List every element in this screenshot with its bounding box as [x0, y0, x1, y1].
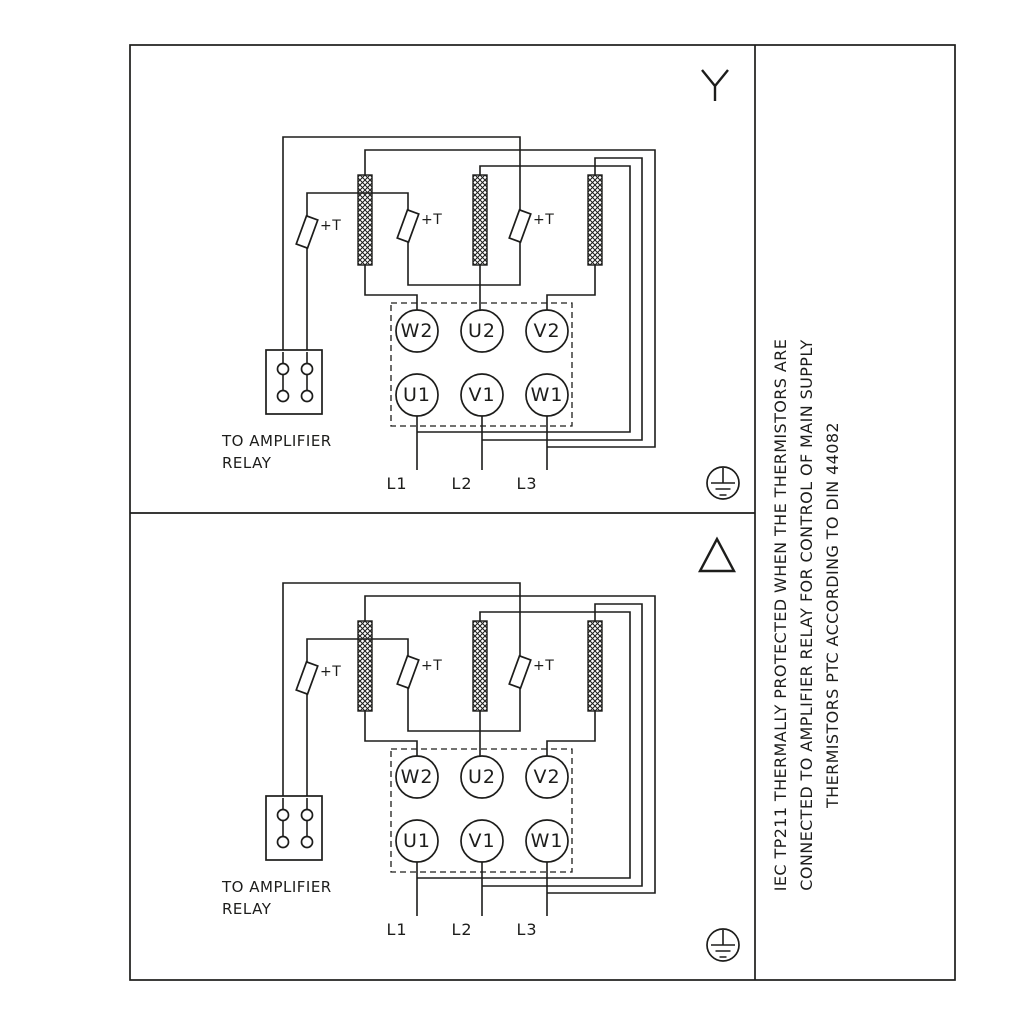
- star-connection-icon: [701, 69, 729, 101]
- thermistor-label: +T: [421, 658, 442, 674]
- supply-label-l2: L2: [451, 474, 472, 493]
- supply-label-l1: L1: [386, 920, 407, 939]
- thermistor-label: +T: [421, 212, 442, 228]
- terminal-label-v1: V1: [468, 384, 495, 406]
- terminal-label-u1: U1: [403, 384, 431, 406]
- terminal-label-w2: W2: [401, 320, 434, 342]
- panel-star: +T +T +T W2 U2 V2 U1 V1 W1 TO AMPLIFIER …: [221, 69, 740, 500]
- terminal-label-u2: U2: [468, 320, 496, 342]
- terminal-label-u2: U2: [468, 766, 496, 788]
- earth-ground-icon: [706, 928, 740, 962]
- terminal-label-v1: V1: [468, 830, 495, 852]
- delta-connection-icon: [698, 536, 736, 573]
- terminal-label-w1: W1: [531, 384, 564, 406]
- terminal-label-w1: W1: [531, 830, 564, 852]
- relay-caption-line1: TO AMPLIFIER: [221, 878, 332, 896]
- panel-star-wiring: [265, 136, 656, 471]
- panel-delta-wiring: [265, 582, 656, 917]
- panel-delta: +T +T +T W2 U2 V2 U1 V1 W1 TO AMPLIFIER …: [221, 536, 740, 962]
- supply-label-l3: L3: [516, 474, 537, 493]
- terminal-label-v2: V2: [533, 320, 560, 342]
- earth-ground-icon: [706, 466, 740, 500]
- supply-label-l3: L3: [516, 920, 537, 939]
- relay-caption-line2: RELAY: [222, 454, 272, 472]
- note-line-2: CONNECTED TO AMPLIFIER RELAY FOR CONTROL…: [797, 339, 816, 890]
- relay-caption-line2: RELAY: [222, 900, 272, 918]
- thermistor-label: +T: [533, 658, 554, 674]
- thermistor-label: +T: [533, 212, 554, 228]
- terminal-label-w2: W2: [401, 766, 434, 788]
- sidebar-note: IEC TP211 THERMALLY PROTECTED WHEN THE T…: [771, 339, 842, 891]
- supply-label-l2: L2: [451, 920, 472, 939]
- note-line-3: THERMISTORS PTC ACCORDING TO DIN 44082: [823, 422, 842, 809]
- terminal-label-u1: U1: [403, 830, 431, 852]
- note-line-1: IEC TP211 THERMALLY PROTECTED WHEN THE T…: [771, 339, 790, 891]
- supply-label-l1: L1: [386, 474, 407, 493]
- thermistor-label: +T: [320, 218, 341, 234]
- terminal-label-v2: V2: [533, 766, 560, 788]
- relay-caption-line1: TO AMPLIFIER: [221, 432, 332, 450]
- thermistor-label: +T: [320, 664, 341, 680]
